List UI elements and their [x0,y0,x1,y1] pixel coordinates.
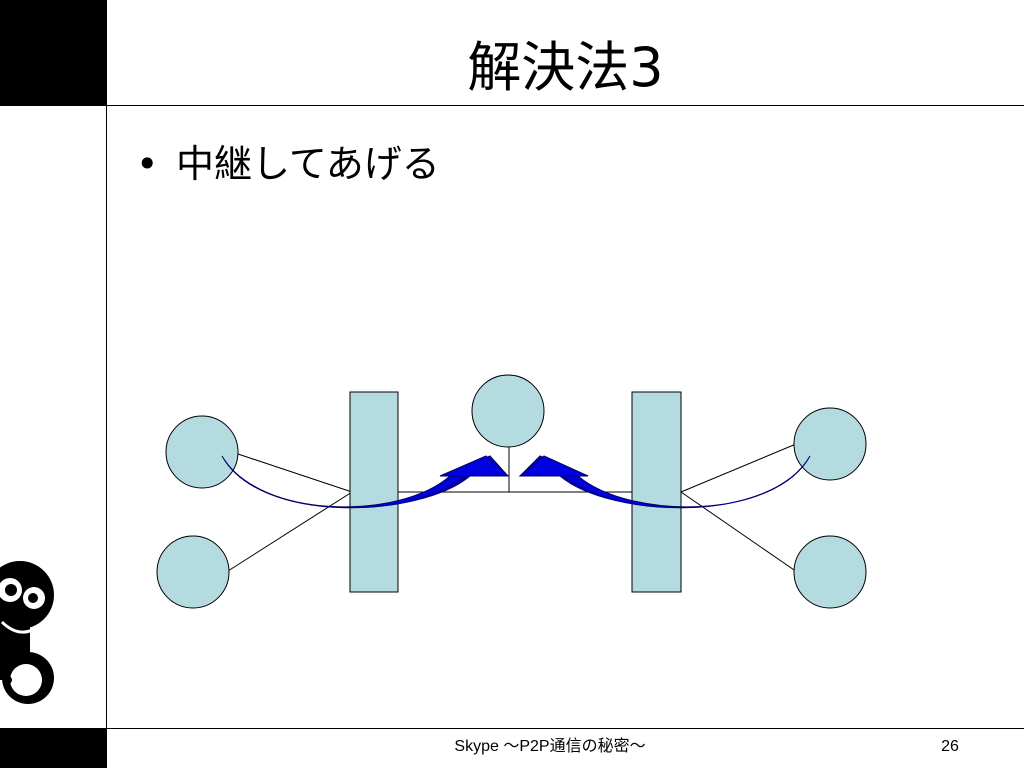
left-divider [106,106,107,728]
client-bottom-left-node [156,535,230,609]
nat-right-box [631,391,682,593]
link-nat-topright [680,443,797,493]
relay-server-node [471,374,545,448]
slide-title: 解決法3 [467,36,664,99]
bullet-item: • 中継してあげる [136,138,440,190]
relay-arrow-right [518,455,811,509]
mascot-logo [0,561,54,704]
client-top-left-node [165,415,239,489]
corner-block-top [0,0,107,106]
client-bottom-right-node [793,535,867,609]
corner-block-bottom [0,728,107,768]
relay-arrow-left [221,455,510,509]
title-divider [107,105,1024,106]
nat-left-box [349,391,399,593]
link-topleft-nat [231,451,353,493]
link-bottomleft-nat [227,491,353,572]
footer-text: Skype ～P2P通信の秘密～ [454,738,646,755]
client-top-right-node [793,407,867,481]
link-nat-bottomright [680,491,798,573]
connection-lines [227,443,798,573]
footer-divider [107,728,1024,729]
bullet-marker: • [136,142,159,186]
page-number: 26 [941,738,959,755]
bullet-text: 中継してあげる [176,142,440,186]
